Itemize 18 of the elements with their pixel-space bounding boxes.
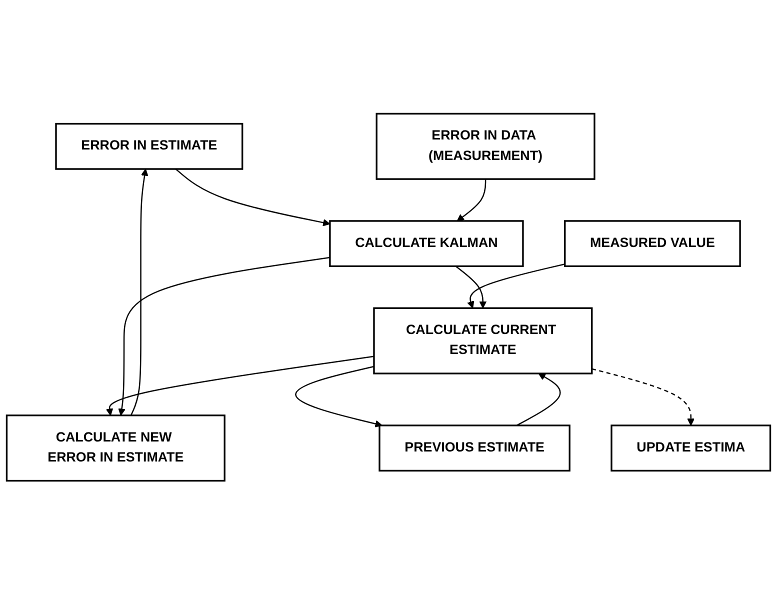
arrow [467,263,566,308]
arrow [295,366,382,428]
node-box: ERROR IN ESTIMATE [55,122,244,170]
arrow [592,368,695,426]
arrow [455,265,487,308]
arrow [516,372,561,426]
arrow [175,168,330,226]
node-box: ERROR IN DATA (MEASUREMENT) [376,112,596,180]
node-box: CALCULATE CURRENT ESTIMATE [373,307,593,374]
node-box: PREVIOUS ESTIMATE [378,424,570,472]
arrow [130,168,148,416]
node-box: CALCULATE KALMAN [329,220,524,267]
node-box: MEASURED VALUE [564,220,741,267]
arrow [456,178,486,222]
arrow [118,256,330,416]
arrow [106,356,374,416]
node-box: UPDATE ESTIMA [610,424,772,472]
node-box: CALCULATE NEW ERROR IN ESTIMATE [6,414,226,482]
